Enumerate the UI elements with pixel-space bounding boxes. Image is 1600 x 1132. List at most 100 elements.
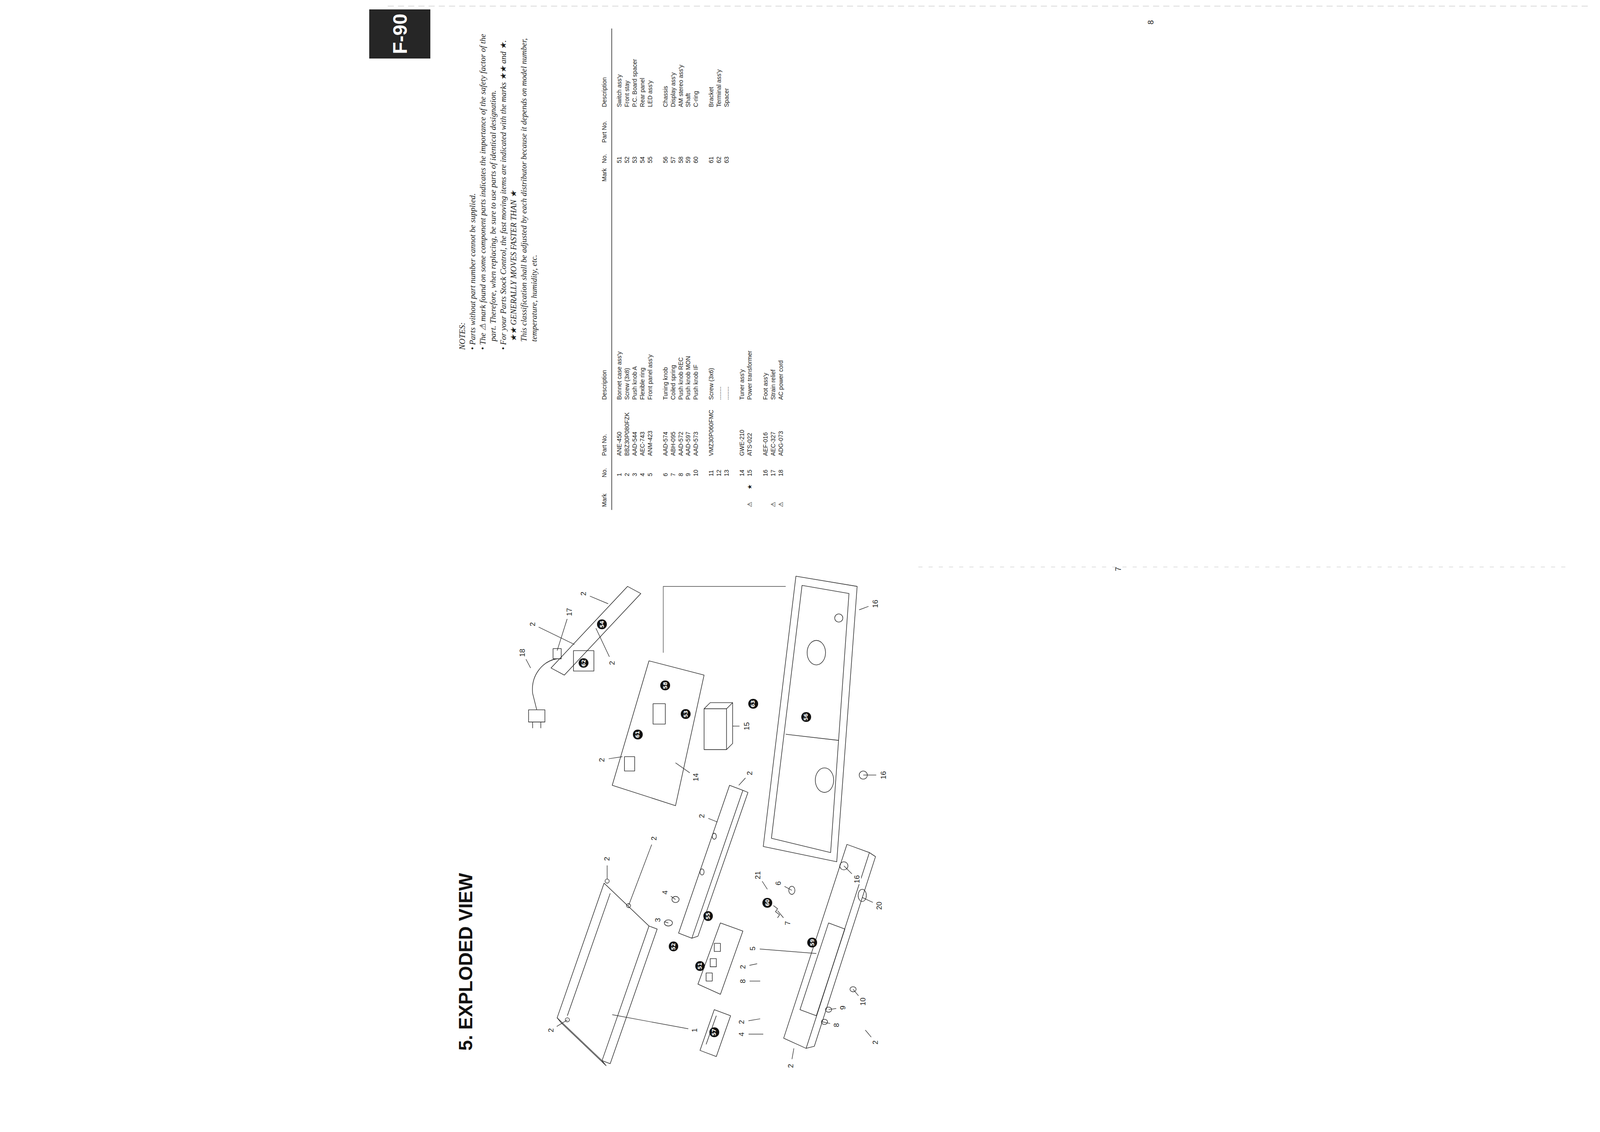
leader-line <box>748 1019 760 1022</box>
table-cell: Terminal ass'y <box>715 69 723 107</box>
column-header: Part No. <box>600 120 608 143</box>
callout-number: 6 <box>774 880 783 887</box>
table-cell: Screw (3x6) <box>707 367 715 400</box>
table-cell: GWE-210 <box>738 429 746 456</box>
callout-number: 15 <box>742 721 752 732</box>
table-cell: Flexible ring <box>638 367 646 400</box>
callout-number: 5 <box>748 946 758 952</box>
table-cell: 16 <box>761 470 769 477</box>
table-cell: 61 <box>707 156 715 164</box>
page-rule <box>387 5 1592 7</box>
table-cell: ........ <box>723 386 730 400</box>
table-cell: ANM-423 <box>646 430 654 456</box>
leader-line <box>749 981 761 982</box>
table-cell: AAD-544 <box>631 432 639 457</box>
table-cell: VMZ30P060FMC <box>707 409 715 456</box>
power-transformer <box>704 702 733 750</box>
callout-number: 2 <box>786 1063 796 1069</box>
table-cell: 56 <box>661 156 669 164</box>
callout-number: 54 <box>599 620 605 629</box>
table-cell: ⚠ <box>769 501 777 508</box>
callout-number: 21 <box>753 870 763 881</box>
circled-callout: 60 <box>762 898 773 909</box>
front-stay <box>664 785 748 939</box>
leader-line <box>664 922 669 924</box>
callout-number: 2 <box>871 1040 880 1046</box>
table-cell: ANE-450 <box>615 432 623 457</box>
callout-number: 2 <box>697 813 707 819</box>
leader-line <box>595 628 610 658</box>
leader-line <box>670 896 676 900</box>
table-cell: Strain relief <box>769 369 777 400</box>
leader-line <box>828 1008 837 1011</box>
table-cell: 54 <box>638 156 646 164</box>
table-cell: AM stereo ass'y <box>677 64 685 108</box>
table-cell: 17 <box>769 470 777 477</box>
callout-number: 4 <box>737 1031 747 1038</box>
callout-number: 3 <box>653 917 663 924</box>
table-cell: 14 <box>738 470 746 477</box>
table-cell: ........ <box>715 386 723 400</box>
table-cell: ⚠ <box>777 501 785 508</box>
callout-number: 8 <box>832 1022 842 1029</box>
table-cell: 11 <box>707 470 715 477</box>
table-cell: AAD-597 <box>684 432 692 457</box>
leader-line <box>749 964 758 966</box>
callout-number: 61 <box>635 731 641 739</box>
table-cell: 63 <box>723 156 730 164</box>
table-cell: 58 <box>677 156 685 164</box>
display-assembly <box>700 1010 731 1058</box>
table-cell: ★ <box>746 484 753 490</box>
callout-number: 14 <box>691 772 701 783</box>
note-text: • For your Parts Stock Control, the fast… <box>498 20 509 350</box>
leader-line <box>762 881 768 890</box>
circled-callout: 56 <box>801 712 812 723</box>
table-cell: Front panel ass'y <box>646 354 654 400</box>
callout-number: 16 <box>879 770 889 781</box>
leader-line <box>748 1034 764 1035</box>
bonnet-case <box>557 879 658 1067</box>
table-cell: Rear panel <box>638 77 646 108</box>
table-cell: 53 <box>631 156 639 164</box>
table-cell: 9 <box>684 473 692 477</box>
callout-number: 52 <box>670 943 677 951</box>
note-text: • Parts without part number cannot be su… <box>467 20 478 350</box>
table-cell: ADG-073 <box>777 431 785 456</box>
circled-callout: 54 <box>597 619 607 630</box>
table-cell: BBZ30P080FZK <box>623 412 631 456</box>
table-cell: ABH-095 <box>669 432 677 457</box>
table-cell: 8 <box>677 473 685 477</box>
circled-callout: 58 <box>660 680 671 691</box>
leader-line <box>759 949 817 955</box>
table-cell: Spacer <box>723 88 730 107</box>
table-cell: 15 <box>746 470 753 477</box>
leader-line <box>852 989 859 997</box>
circled-callout: 55 <box>703 911 714 922</box>
chassis <box>763 576 868 871</box>
rear-panel <box>528 586 642 729</box>
note-text: • The ⚠ mark found on some component par… <box>477 20 499 350</box>
callout-number: 2 <box>650 835 659 842</box>
column-header: Description <box>600 370 608 400</box>
circled-callout: 57 <box>709 1027 720 1038</box>
table-cell: 55 <box>646 156 654 164</box>
table-cell: Chassis <box>661 85 669 108</box>
callout-number: 58 <box>662 682 668 690</box>
page-number: 8 <box>1146 20 1156 25</box>
leader-line <box>612 1014 689 1030</box>
switch-board <box>697 923 743 995</box>
table-cell: AEF-016 <box>761 432 769 456</box>
callout-number: 2 <box>597 757 607 763</box>
table-cell: Tuner ass'y <box>738 369 746 400</box>
table-cell: C-ring <box>692 91 700 108</box>
leader-line <box>589 596 609 605</box>
callout-number: 10 <box>858 997 868 1007</box>
callout-number: 55 <box>705 912 711 921</box>
leader-line <box>863 775 877 776</box>
callout-number: 8 <box>738 978 748 985</box>
page-title: 5. EXPLODED VIEW <box>455 873 477 1052</box>
callout-number: 4 <box>661 890 670 896</box>
callout-number: 2 <box>608 660 617 666</box>
table-cell: Tuning knob <box>661 367 669 400</box>
callout-number: 20 <box>875 901 884 912</box>
